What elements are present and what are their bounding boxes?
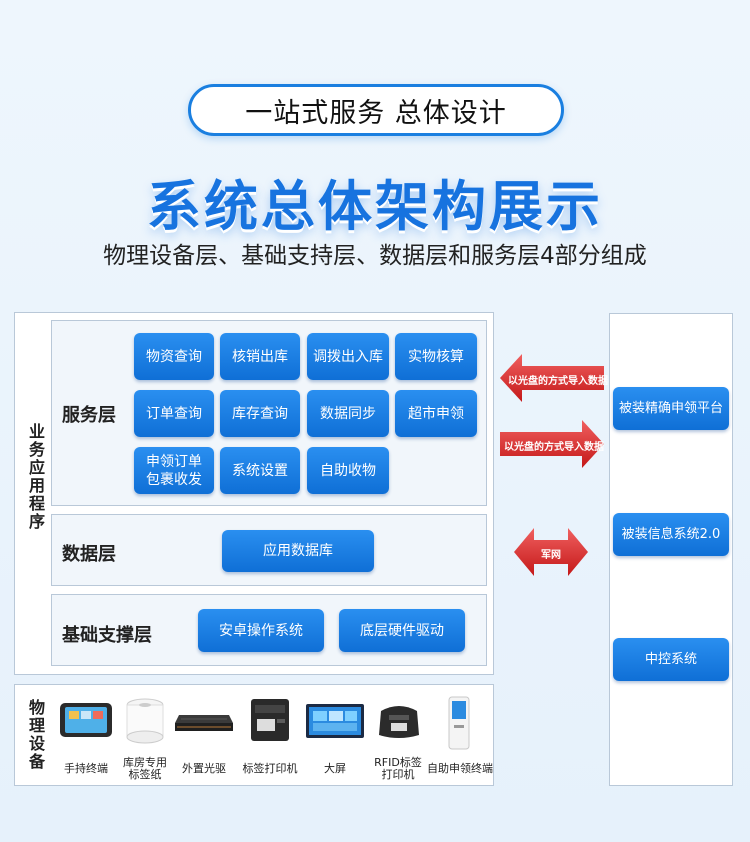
device-external-drive: 外置光驱 (182, 762, 226, 775)
arrow-import-right (500, 420, 604, 468)
btn-write-off[interactable]: 核销出库 (220, 333, 300, 380)
service-layer: 服务层 物资查询 核销出库 调拨出入库 实物核算 订单查询 库存查询 数据同步 … (51, 320, 487, 506)
arrow-military-net (514, 528, 588, 576)
btn-central-control[interactable]: 中控系统 (613, 638, 729, 681)
btn-precise-apply-platform[interactable]: 被装精确申领平台 (613, 387, 729, 430)
arrow-import-right-label: 以光盘的方式导入数据 (504, 442, 604, 453)
device-rfid-printer: RFID标签 打印机 (374, 756, 422, 781)
label-printer-icon (251, 699, 289, 741)
device-self-service: 自助申领终端 (427, 762, 493, 775)
btn-order-query[interactable]: 订单查询 (134, 390, 214, 437)
physical-label: 物理设备 (26, 699, 45, 771)
external-drive-icon (175, 715, 233, 731)
btn-market-apply[interactable]: 超市申领 (395, 390, 477, 437)
btn-app-database[interactable]: 应用数据库 (222, 530, 374, 572)
arrow-import-left-label: 以光盘的方式导入数据 (508, 376, 608, 387)
arrow-import-left (500, 354, 604, 402)
self-service-terminal-icon (448, 696, 470, 750)
data-layer-label: 数据层 (62, 544, 116, 565)
device-big-screen: 大屏 (324, 762, 346, 775)
btn-inventory-account[interactable]: 实物核算 (395, 333, 477, 380)
data-layer: 数据层 应用数据库 (51, 514, 487, 586)
big-screen-icon (306, 704, 364, 738)
section-pill: 一站式服务 总体设计 (188, 84, 564, 136)
btn-stock-query[interactable]: 库存查询 (220, 390, 300, 437)
btn-apply-order[interactable]: 申领订单 包裹收发 (134, 447, 214, 494)
external-systems-panel: 被装精确申领平台 被装信息系统2.0 中控系统 (609, 313, 733, 786)
app-panel: 业务应用程序 服务层 物资查询 核销出库 调拨出入库 实物核算 订单查询 库存查… (14, 312, 494, 675)
device-label-paper: 库房专用 标签纸 (123, 756, 167, 781)
page-subtitle: 物理设备层、基础支持层、数据层和服务层4部分组成 (103, 243, 647, 269)
base-layer-label: 基础支撑层 (62, 625, 152, 646)
btn-info-system[interactable]: 被装信息系统2.0 (613, 513, 729, 556)
btn-material-query[interactable]: 物资查询 (134, 333, 214, 380)
physical-panel: 物理设备 手持终端 库房专用 标签纸 外置光驱 标签打印机 (14, 684, 494, 786)
service-layer-label: 服务层 (62, 405, 116, 426)
handheld-terminal-icon (60, 703, 112, 737)
device-label-printer: 标签打印机 (242, 762, 298, 775)
btn-data-sync[interactable]: 数据同步 (307, 390, 389, 437)
btn-self-receive[interactable]: 自助收物 (307, 447, 389, 494)
label-roll-icon (126, 698, 164, 744)
arrow-military-net-label: 军网 (541, 550, 561, 561)
btn-settings[interactable]: 系统设置 (220, 447, 300, 494)
btn-android-os[interactable]: 安卓操作系统 (198, 609, 324, 652)
btn-hardware-driver[interactable]: 底层硬件驱动 (339, 609, 465, 652)
rfid-printer-icon (379, 706, 419, 738)
base-layer: 基础支撑层 安卓操作系统 底层硬件驱动 (51, 594, 487, 666)
page-title: 系统总体架构展示 (147, 175, 603, 238)
btn-transfer[interactable]: 调拨出入库 (307, 333, 389, 380)
app-label: 业务应用程序 (26, 423, 45, 531)
device-handheld: 手持终端 (64, 762, 108, 775)
